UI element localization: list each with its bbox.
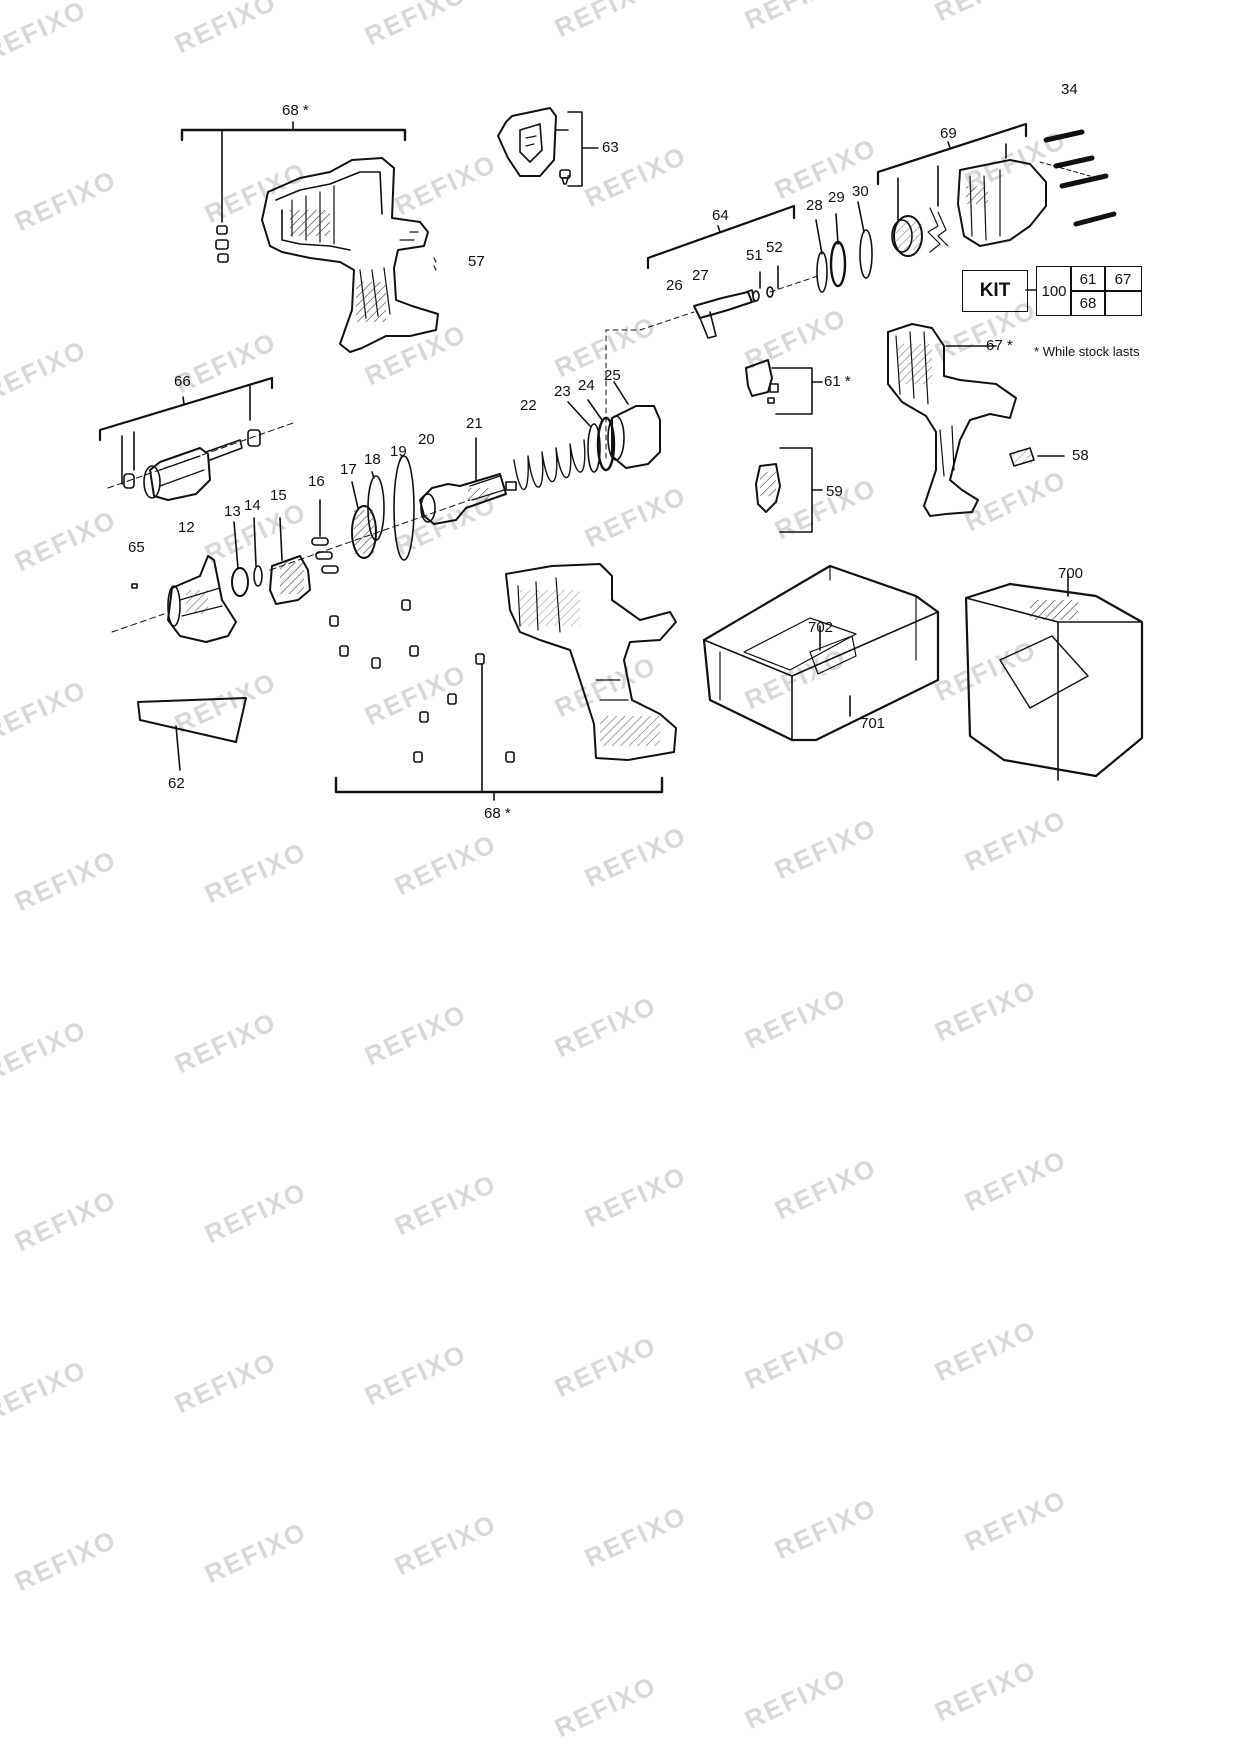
callout-51: 51 (746, 247, 763, 264)
callout-63: 63 (602, 139, 619, 156)
stock-note: * While stock lasts (1034, 344, 1140, 359)
bracket-69 (876, 122, 1028, 221)
hammer-25 (605, 329, 661, 469)
callout-20: 20 (418, 431, 435, 448)
housing-half-67 (887, 323, 1017, 517)
bracket-68-top (180, 121, 407, 223)
callout-58: 58 (1072, 447, 1089, 464)
callout-21: 21 (466, 415, 483, 432)
bracket-64 (646, 204, 796, 270)
callout-65: 65 (128, 539, 145, 556)
rings-23-24 (567, 399, 616, 473)
callout-28: 28 (806, 197, 823, 214)
kit-item-68: 68 (1070, 290, 1106, 316)
callout-68-top: 68 * (282, 102, 309, 119)
kit-item-61: 61 (1070, 266, 1106, 292)
gear-ring-69 (891, 215, 923, 257)
shaft-20-21 (419, 437, 517, 525)
callout-25: 25 (604, 367, 621, 384)
callout-34: 34 (1061, 81, 1078, 98)
spring-22 (513, 439, 586, 491)
spring-69 (927, 207, 949, 253)
motor-66 (107, 421, 297, 501)
callout-52: 52 (766, 239, 783, 256)
pins-16 (311, 499, 339, 574)
housing-half-lower (505, 563, 677, 761)
callout-19: 19 (390, 443, 407, 460)
callout-700: 700 (1058, 565, 1084, 582)
callout-67: 67 * (986, 337, 1013, 354)
gear-housing-12 (111, 555, 237, 643)
callout-24: 24 (578, 377, 595, 394)
belt-clip-63 (497, 107, 599, 187)
callout-15: 15 (270, 487, 287, 504)
callout-69: 69 (940, 125, 957, 142)
bracket-68-bottom (334, 663, 664, 801)
callout-59: 59 (826, 483, 843, 500)
kit-item-67: 67 (1104, 266, 1142, 292)
callout-23: 23 (554, 383, 571, 400)
callout-64: 64 (712, 207, 729, 224)
callout-701: 701 (860, 715, 886, 732)
callout-17: 17 (340, 461, 357, 478)
callout-18: 18 (364, 451, 381, 468)
callout-14: 14 (244, 497, 261, 514)
part-58 (1009, 447, 1065, 467)
bracket-66 (98, 376, 274, 485)
screws-34 (1039, 129, 1117, 227)
callout-30: 30 (852, 183, 869, 200)
callout-13: 13 (224, 503, 241, 520)
kit-item-empty (1104, 290, 1142, 316)
callout-27: 27 (692, 267, 709, 284)
callout-16: 16 (308, 473, 325, 490)
housing-screws-top (215, 225, 229, 263)
carry-case-701 (702, 564, 940, 742)
callout-62: 62 (168, 775, 185, 792)
kit-label: KIT (962, 270, 1028, 312)
label-plate-62 (137, 697, 247, 771)
housing-screws-bottom (329, 599, 515, 763)
callout-26: 26 (666, 277, 683, 294)
callout-29: 29 (828, 189, 845, 206)
rings-13-14 (231, 517, 263, 597)
carry-case-700 (964, 573, 1144, 781)
switch-61 (745, 359, 823, 415)
callout-68-bottom: 68 * (484, 805, 511, 822)
washers-51-52 (752, 265, 819, 302)
discs-18-19 (269, 455, 471, 571)
callout-22: 22 (520, 397, 537, 414)
callout-66: 66 (174, 373, 191, 390)
ring-gear-15 (269, 517, 311, 605)
callout-12: 12 (178, 519, 195, 536)
switch-module-59 (755, 447, 823, 533)
callout-57: 57 (468, 253, 485, 270)
sun-gear-17 (351, 481, 377, 559)
callout-61: 61 * (824, 373, 851, 390)
rings-28-29-30 (815, 201, 873, 293)
spindle-26-27 (639, 289, 755, 339)
kit-number: 100 (1036, 266, 1072, 316)
housing-half-57 (261, 157, 439, 353)
callout-702: 702 (808, 619, 834, 636)
gearbox-cover-69 (957, 159, 1047, 247)
